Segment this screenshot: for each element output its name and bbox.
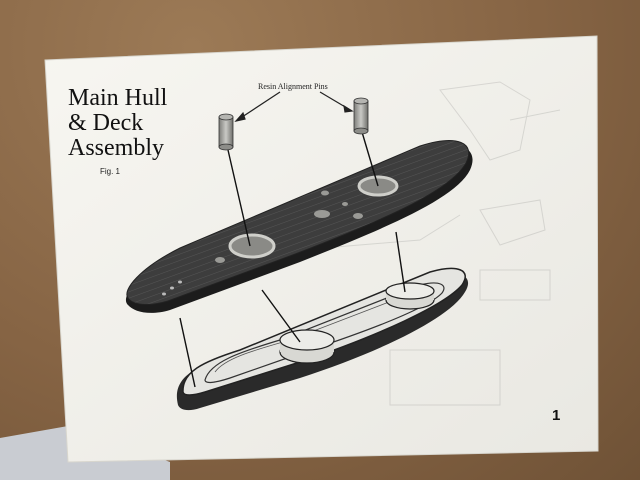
figure-label: Fig. 1 [100, 167, 121, 176]
page-number: 1 [552, 407, 561, 424]
title-line-2: & Deck [68, 110, 144, 136]
title-line-1: Main Hull [68, 85, 168, 111]
mounting-post-front [279, 329, 335, 364]
assembly-guide-lines [179, 131, 406, 388]
callout-leaders [234, 91, 354, 122]
resin-pins-callout: Resin Alignment Pins [258, 82, 328, 91]
resin-alignment-pin-left [218, 113, 234, 151]
diagram-title: Main Hull & Deck Assembly [68, 86, 167, 161]
title-line-3: Assembly [68, 135, 164, 161]
resin-alignment-pin-right [353, 97, 369, 135]
bleed-through-figures [299, 81, 561, 406]
mounting-post-rear [385, 282, 435, 310]
deck-piece [125, 140, 473, 313]
